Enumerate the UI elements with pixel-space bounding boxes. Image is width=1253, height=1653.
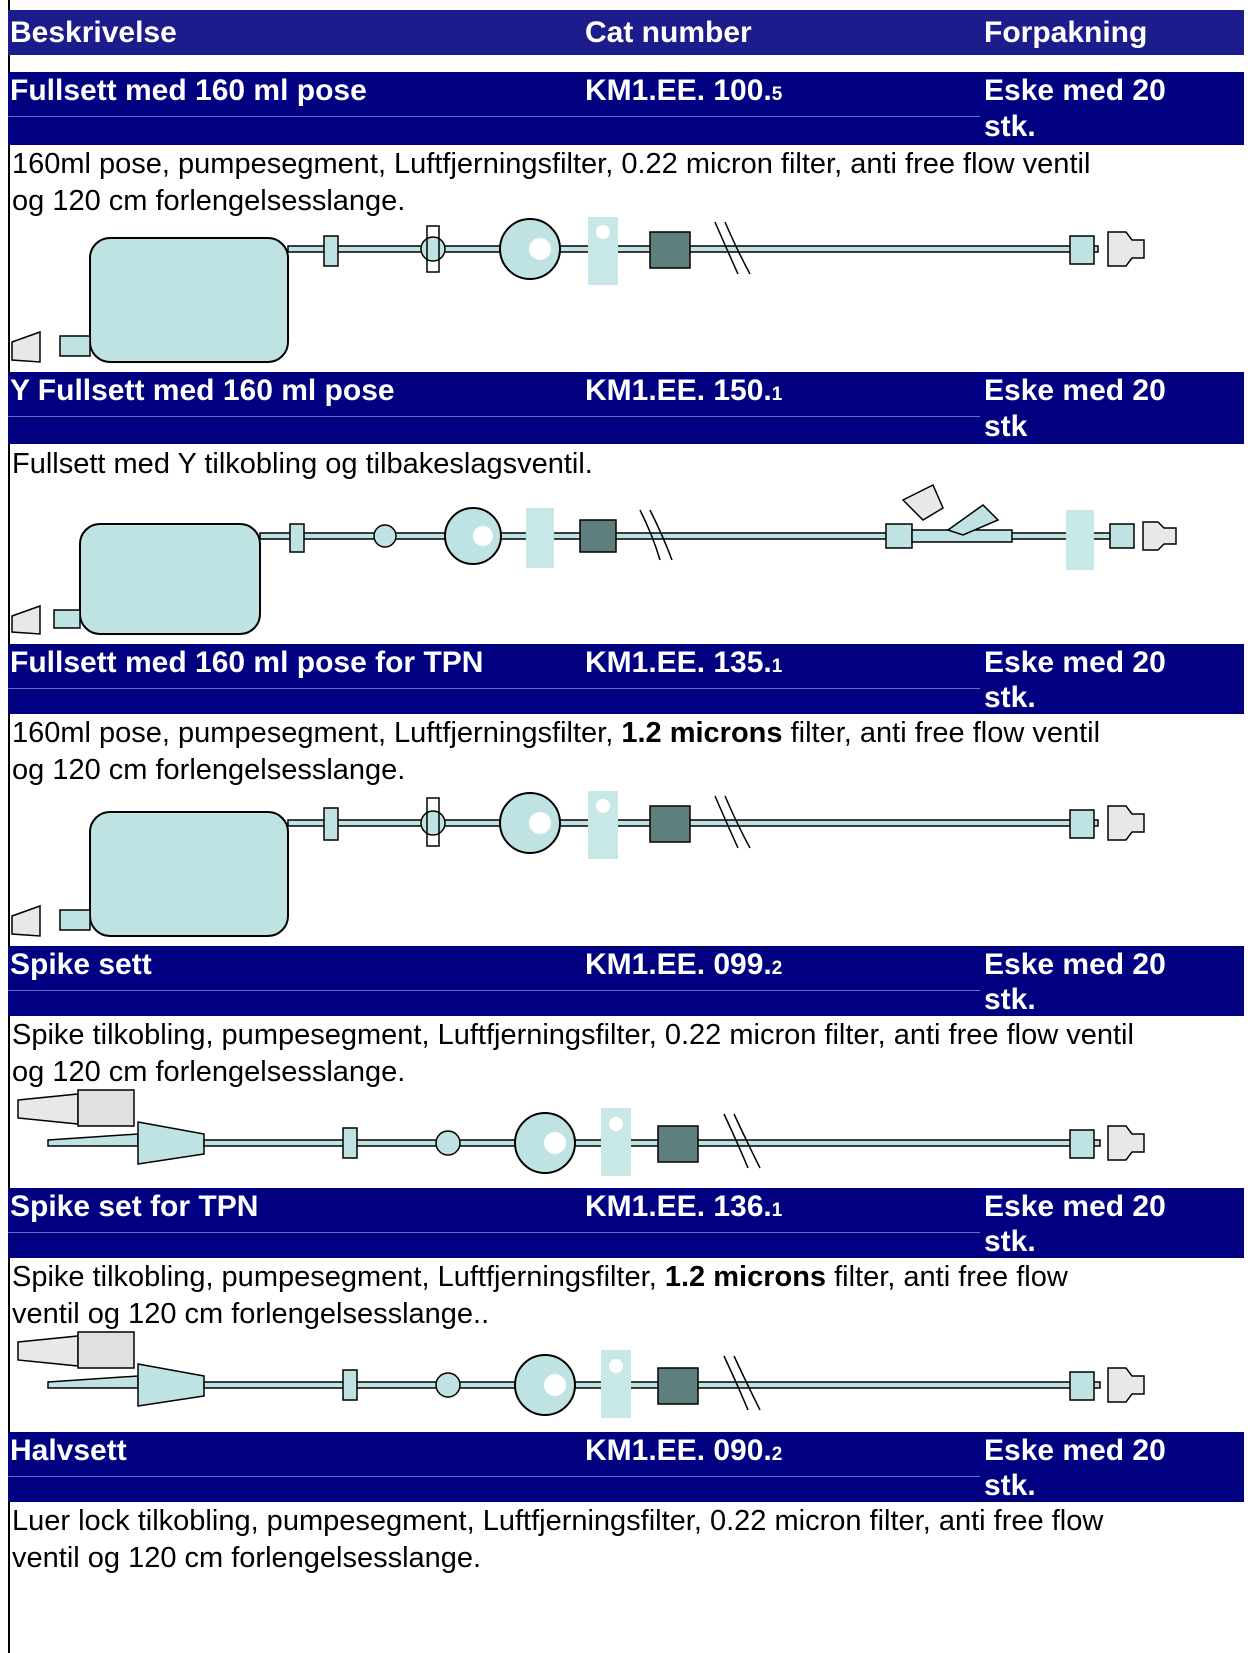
description-line: og 120 cm forlengelsesslange. (12, 754, 406, 786)
package-line-2: stk. (984, 983, 1036, 1016)
description-line: Spike tilkobling, pumpesegment, Luftfjer… (12, 1019, 1134, 1051)
description-text: Spike tilkobling, pumpesegment, Luftfjer… (12, 1261, 665, 1293)
product-name: Spike sett (10, 948, 152, 981)
cat-number-main: KM1.EE. 099. (585, 948, 772, 981)
package-line-1: Eske med 20 (984, 74, 1166, 107)
package-line-1: Eske med 20 (984, 646, 1166, 679)
description-line: Fullsett med Y tilkobling og tilbakeslag… (12, 448, 593, 480)
product-name: Fullsett med 160 ml pose (10, 74, 367, 107)
spike-set-diagram (17, 1089, 1145, 1176)
product-header-5: Spike set for TPN KM1.EE. 136.1 Eske med… (8, 1188, 1244, 1258)
package-line-2: stk. (984, 681, 1036, 714)
description-text: filter, anti free flow ventil (782, 717, 1101, 749)
description-line: og 120 cm forlengelsesslange. (12, 1056, 406, 1088)
product-description-6: Luer lock tilkobling, pumpesegment, Luft… (12, 1503, 1242, 1577)
cat-number-suffix: 1 (771, 384, 783, 405)
cat-number-suffix: 2 (771, 958, 783, 979)
product-name: Halvsett (10, 1434, 127, 1467)
description-line: Spike tilkobling, pumpesegment, Luftfjer… (12, 1259, 1242, 1296)
cat-number-main: KM1.EE. 090. (585, 1434, 772, 1467)
col-package-label: Forpakning (984, 16, 1148, 49)
product-header-3: Fullsett med 160 ml pose for TPN KM1.EE.… (8, 644, 1244, 714)
col-cat-label: Cat number (585, 16, 752, 49)
cat-number-main: KM1.EE. 150. (585, 374, 772, 407)
cat-number: KM1.EE. 100.5 (585, 74, 782, 108)
package-line-1: Eske med 20 (984, 374, 1166, 407)
product-name: Spike set for TPN (10, 1190, 259, 1223)
cat-number-suffix: 1 (771, 656, 783, 677)
cat-number-suffix: 1 (771, 1200, 783, 1221)
cat-number-suffix: 5 (771, 84, 783, 105)
cat-number-main: KM1.EE. 100. (585, 74, 772, 107)
product-header-2: Y Fullsett med 160 ml pose KM1.EE. 150.1… (8, 372, 1244, 444)
product-description-2: Fullsett med Y tilkobling og tilbakeslag… (12, 446, 1242, 483)
package-line-1: Eske med 20 (984, 1434, 1166, 1467)
cat-number-main: KM1.EE. 135. (585, 646, 772, 679)
spike-set-tpn-diagram (17, 1331, 1145, 1418)
fullset-diagram-tpn (11, 791, 1145, 937)
description-emphasis: 1.2 microns (621, 717, 783, 749)
cat-number: KM1.EE. 090.2 (585, 1434, 782, 1468)
y-fullset-diagram (11, 483, 1177, 635)
cat-number-main: KM1.EE. 136. (585, 1190, 772, 1223)
description-line: 160ml pose, pumpesegment, Luftfjerningsf… (12, 148, 1091, 180)
cat-number: KM1.EE. 135.1 (585, 646, 782, 680)
product-name: Fullsett med 160 ml pose for TPN (10, 646, 484, 679)
description-line: Luer lock tilkobling, pumpesegment, Luft… (12, 1505, 1104, 1537)
package-line-2: stk. (984, 1469, 1036, 1502)
product-description-3: 160ml pose, pumpesegment, Luftfjerningsf… (12, 715, 1242, 789)
package-line-2: stk. (984, 1225, 1036, 1258)
description-text: 160ml pose, pumpesegment, Luftfjerningsf… (12, 717, 622, 749)
product-header-1: Fullsett med 160 ml pose KM1.EE. 100.5 E… (8, 72, 1244, 145)
fullset-diagram-1 (11, 217, 1145, 363)
package-line-1: Eske med 20 (984, 1190, 1166, 1223)
package-line-2: stk. (984, 110, 1036, 143)
package-line-1: Eske med 20 (984, 948, 1166, 981)
column-header: Beskrivelse Cat number Forpakning (8, 10, 1244, 55)
description-line: ventil og 120 cm forlengelsesslange. (12, 1542, 482, 1574)
product-header-6: Halvsett KM1.EE. 090.2 Eske med 20 stk. (8, 1432, 1244, 1502)
col-description-label: Beskrivelse (10, 16, 177, 49)
description-line: og 120 cm forlengelsesslange. (12, 185, 406, 217)
package-line-2: stk (984, 410, 1028, 443)
description-text: filter, anti free flow (826, 1261, 1068, 1293)
cat-number: KM1.EE. 099.2 (585, 948, 782, 982)
product-description-5: Spike tilkobling, pumpesegment, Luftfjer… (12, 1259, 1242, 1333)
product-name: Y Fullsett med 160 ml pose (10, 374, 395, 407)
left-border-line (8, 0, 10, 1653)
cat-number-suffix: 2 (771, 1444, 783, 1465)
cat-number: KM1.EE. 136.1 (585, 1190, 782, 1224)
description-line: ventil og 120 cm forlengelsesslange.. (12, 1298, 490, 1330)
product-description-1: 160ml pose, pumpesegment, Luftfjerningsf… (12, 146, 1242, 220)
description-line: 160ml pose, pumpesegment, Luftfjerningsf… (12, 715, 1242, 752)
cat-number: KM1.EE. 150.1 (585, 374, 782, 408)
description-emphasis: 1.2 microns (664, 1261, 827, 1293)
product-description-4: Spike tilkobling, pumpesegment, Luftfjer… (12, 1017, 1242, 1091)
product-header-4: Spike sett KM1.EE. 099.2 Eske med 20 stk… (8, 946, 1244, 1016)
